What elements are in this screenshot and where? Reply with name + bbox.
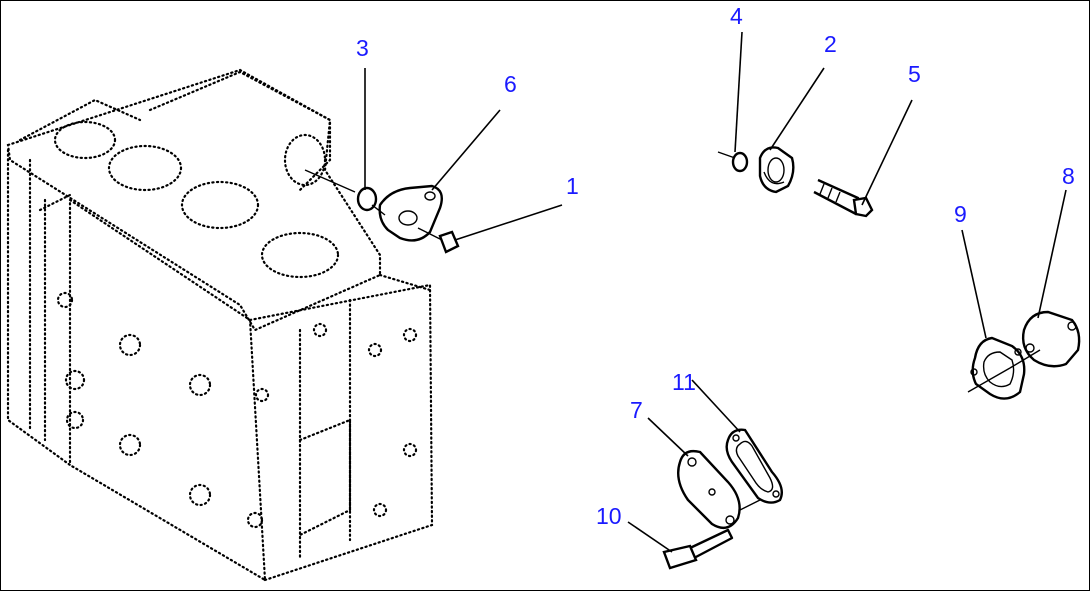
bolt-part-1 [438, 230, 460, 254]
leader-2 [769, 67, 825, 151]
callout-6: 6 [504, 71, 517, 97]
cover-assembly-6 [304, 169, 460, 254]
cover-part-8 [1021, 310, 1081, 368]
leader-1 [454, 204, 563, 241]
gasket-part-9 [971, 336, 1026, 400]
leader-7 [647, 417, 689, 457]
callout-9: 9 [954, 201, 967, 227]
housing-block [6, 68, 434, 582]
callout-8: 8 [1062, 163, 1075, 189]
leader-6 [431, 109, 501, 191]
leader-4 [734, 31, 743, 153]
leader-10 [627, 521, 673, 553]
leader-8 [1037, 189, 1067, 319]
oring-part-3 [356, 186, 378, 212]
callout-7: 7 [630, 397, 643, 423]
cover-part-7 [677, 449, 741, 530]
leader-9 [961, 229, 987, 339]
bolt-part-5 [852, 196, 874, 218]
oring-part-4 [731, 151, 749, 173]
callout-1: 1 [566, 173, 579, 199]
callout-labels: 3 6 1 4 2 5 8 9 11 7 10 [356, 3, 1075, 529]
cover-assembly-8 [967, 310, 1081, 400]
leader-5 [861, 99, 913, 206]
cover-assembly-7 [662, 428, 783, 570]
leader-lines [364, 31, 1067, 553]
callout-5: 5 [908, 61, 921, 87]
cover-part-6 [378, 184, 443, 242]
leader-11 [691, 379, 741, 433]
callout-4: 4 [730, 3, 743, 29]
elbow-part-2 [758, 146, 795, 194]
callout-10: 10 [596, 503, 622, 529]
elbow-assembly-2 [717, 146, 874, 218]
callout-11: 11 [672, 369, 696, 395]
callout-3: 3 [356, 35, 369, 61]
callout-2: 2 [824, 31, 837, 57]
